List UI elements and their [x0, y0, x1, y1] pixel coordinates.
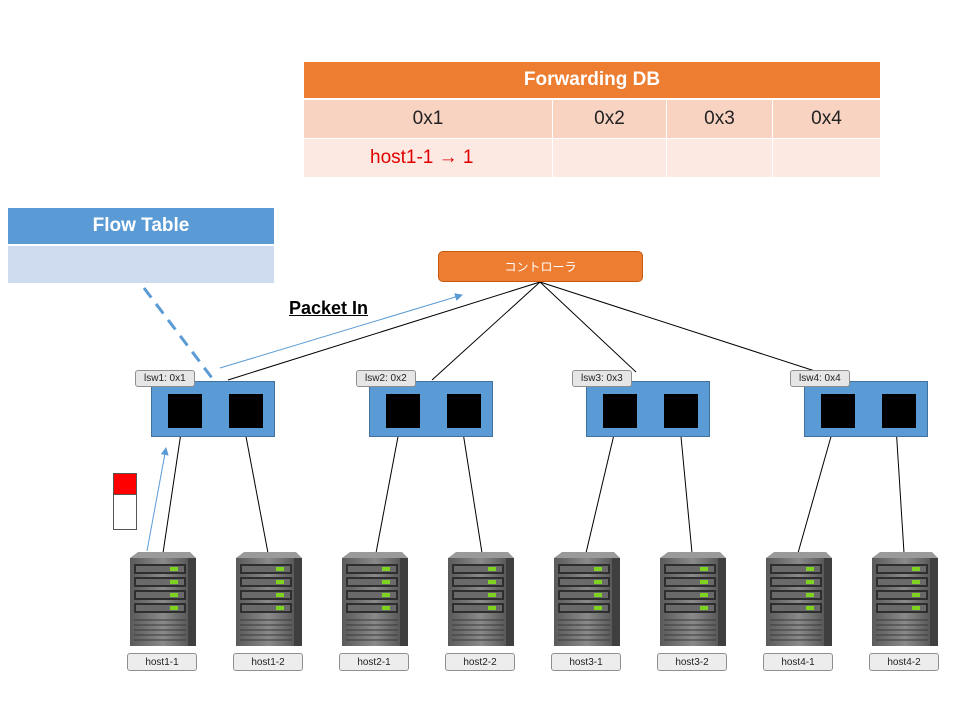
controller-link-lsw1 — [227, 281, 541, 381]
forwarding-db-columns: 0x1 0x2 0x3 0x4 — [304, 100, 880, 138]
link-host3-1 — [585, 425, 617, 554]
controller-node: コントローラ — [438, 251, 643, 282]
link-host1-2 — [243, 425, 269, 554]
switch-port — [821, 394, 855, 428]
controller-link-lsw4 — [539, 281, 819, 373]
packet-in-label: Packet In — [289, 298, 369, 318]
link-host1-1 — [162, 425, 183, 554]
forwarding-db-column: 0x3 — [667, 100, 773, 138]
forwarding-db-title: Forwarding DB — [304, 62, 880, 98]
switch-port — [386, 394, 420, 428]
server-icon — [766, 552, 832, 646]
packet-up-arrow — [146, 447, 169, 552]
flow-table-dashed-link — [142, 287, 214, 379]
forwarding-db-column: 0x1 — [304, 100, 553, 138]
switch-port — [882, 394, 916, 428]
server-icon — [660, 552, 726, 646]
host-label: host4-2 — [869, 653, 939, 671]
flow-table-body — [8, 246, 274, 283]
switch-label: lsw1: 0x1 — [135, 370, 195, 387]
switch-label: lsw4: 0x4 — [790, 370, 850, 387]
forwarding-db-entry — [773, 139, 880, 177]
host-label: host3-1 — [551, 653, 621, 671]
host-label: host1-2 — [233, 653, 303, 671]
flow-table-title: Flow Table — [8, 208, 274, 244]
switch-lsw2 — [369, 381, 493, 437]
switch-lsw3 — [586, 381, 710, 437]
server-icon — [448, 552, 514, 646]
host-label: host2-1 — [339, 653, 409, 671]
forwarding-db-entry: host1-1 → 1 — [304, 139, 553, 177]
forwarding-db-column: 0x4 — [773, 100, 880, 138]
packet-body — [113, 495, 137, 530]
server-icon — [236, 552, 302, 646]
forwarding-db-entry — [667, 139, 773, 177]
switch-port — [168, 394, 202, 428]
server-icon — [342, 552, 408, 646]
forwarding-db-column: 0x2 — [553, 100, 667, 138]
server-icon — [130, 552, 196, 646]
forwarding-db-entries: host1-1 → 1 — [304, 139, 880, 177]
packet-in-arrow — [219, 293, 463, 369]
switch-lsw1 — [151, 381, 275, 437]
server-icon — [872, 552, 938, 646]
switch-port — [229, 394, 263, 428]
forwarding-db-entry — [553, 139, 667, 177]
switch-lsw4 — [804, 381, 928, 437]
switch-label: lsw3: 0x3 — [572, 370, 632, 387]
switch-port — [447, 394, 481, 428]
host-label: host2-2 — [445, 653, 515, 671]
link-host4-2 — [895, 425, 905, 554]
host-label: host3-2 — [657, 653, 727, 671]
link-host3-2 — [679, 425, 693, 554]
controller-link-lsw3 — [539, 281, 637, 373]
controller-link-lsw2 — [431, 281, 541, 381]
host-label: host1-1 — [127, 653, 197, 671]
link-host4-1 — [797, 425, 835, 554]
switch-label: lsw2: 0x2 — [356, 370, 416, 387]
link-host2-1 — [375, 425, 401, 554]
switch-port — [664, 394, 698, 428]
host-label: host4-1 — [763, 653, 833, 671]
packet-header — [113, 473, 137, 495]
switch-port — [603, 394, 637, 428]
server-icon — [554, 552, 620, 646]
link-host2-2 — [461, 425, 483, 554]
